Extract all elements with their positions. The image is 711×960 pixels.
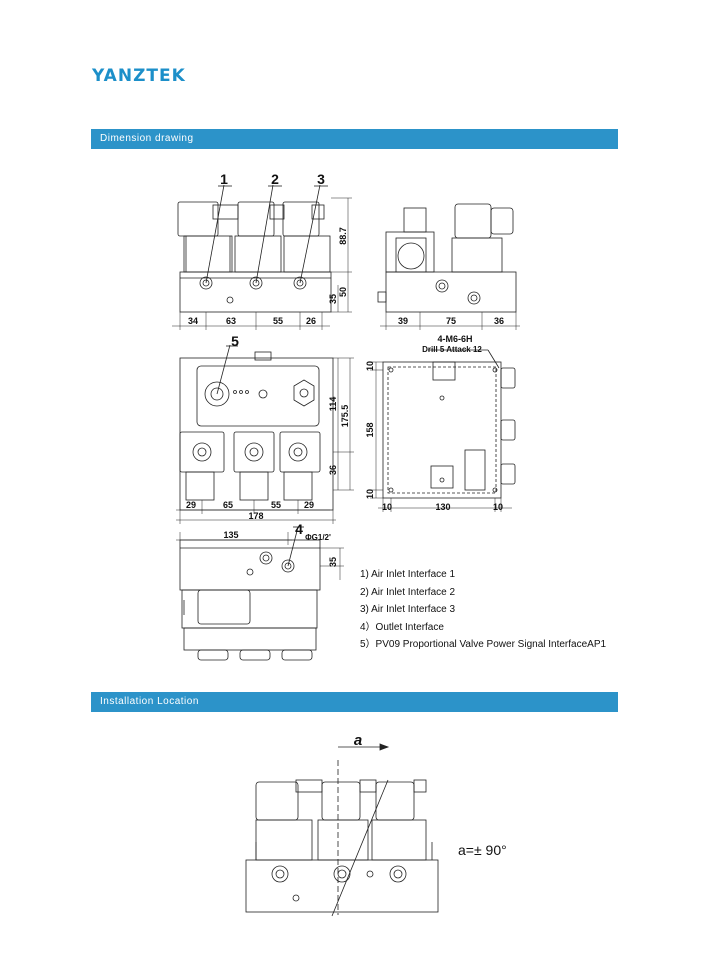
dim-26: 26 [306,316,316,326]
dim-39: 39 [398,316,408,326]
dim-29-left: 29 [186,500,196,510]
dim-175-5: 175.5 [340,405,350,428]
dim-75: 75 [446,316,456,326]
dim-10-bottom: 10 [365,489,375,499]
callout-1: 1 [220,171,228,187]
angle-symbol: a [354,732,362,749]
dim-10-top: 10 [365,361,375,371]
base-plate-view [370,349,516,512]
callout-4: 4 [295,521,303,537]
section-header-installation: Installation Location [91,692,618,712]
legend-item: 1) Air Inlet Interface 1 [360,569,456,580]
front-view [172,184,352,330]
legend-item: 3) Air Inlet Interface 3 [360,604,456,615]
legend-item: 4）Outlet Interface [360,621,444,633]
dim-35-bottom: 35 [328,557,338,567]
dim-158: 158 [365,422,375,437]
dim-65: 65 [223,500,233,510]
dim-36-side: 36 [494,316,504,326]
drill-spec: Drill 5 Attack 12 [422,345,482,354]
dim-114: 114 [328,397,338,412]
port-spec: ΦG1/2' [305,533,331,542]
callout-2: 2 [271,171,279,187]
legend-item: 5）PV09 Proportional Valve Power Signal I… [360,639,607,650]
bottom-view [176,526,344,661]
installation-view [245,743,439,917]
top-view [176,344,354,524]
dim-88-7: 88.7 [338,227,348,245]
dim-34: 34 [188,316,198,326]
legend-list: 1) Air Inlet Interface 1 2) Air Inlet In… [360,566,606,654]
dim-29-right: 29 [304,500,314,510]
dim-36-top: 36 [328,465,338,475]
dim-55-top: 55 [271,500,281,510]
dim-135: 135 [223,530,238,540]
section-header-dimension: Dimension drawing [91,129,618,149]
dim-50: 50 [338,287,348,297]
dim-10-left: 10 [382,502,392,512]
dim-35-front: 35 [328,294,338,304]
brand-logo: YANZTEK [92,66,186,86]
thread-spec: 4-M6-6H [437,334,472,344]
dim-178: 178 [248,511,263,521]
dim-10-right: 10 [493,502,503,512]
side-view [377,203,520,330]
angle-note: a=± 90° [458,842,507,858]
callout-5: 5 [231,333,239,349]
dim-63: 63 [226,316,236,326]
dim-55: 55 [273,316,283,326]
legend-item: 2) Air Inlet Interface 2 [360,586,456,598]
callout-3: 3 [317,171,325,187]
dim-130: 130 [435,502,450,512]
